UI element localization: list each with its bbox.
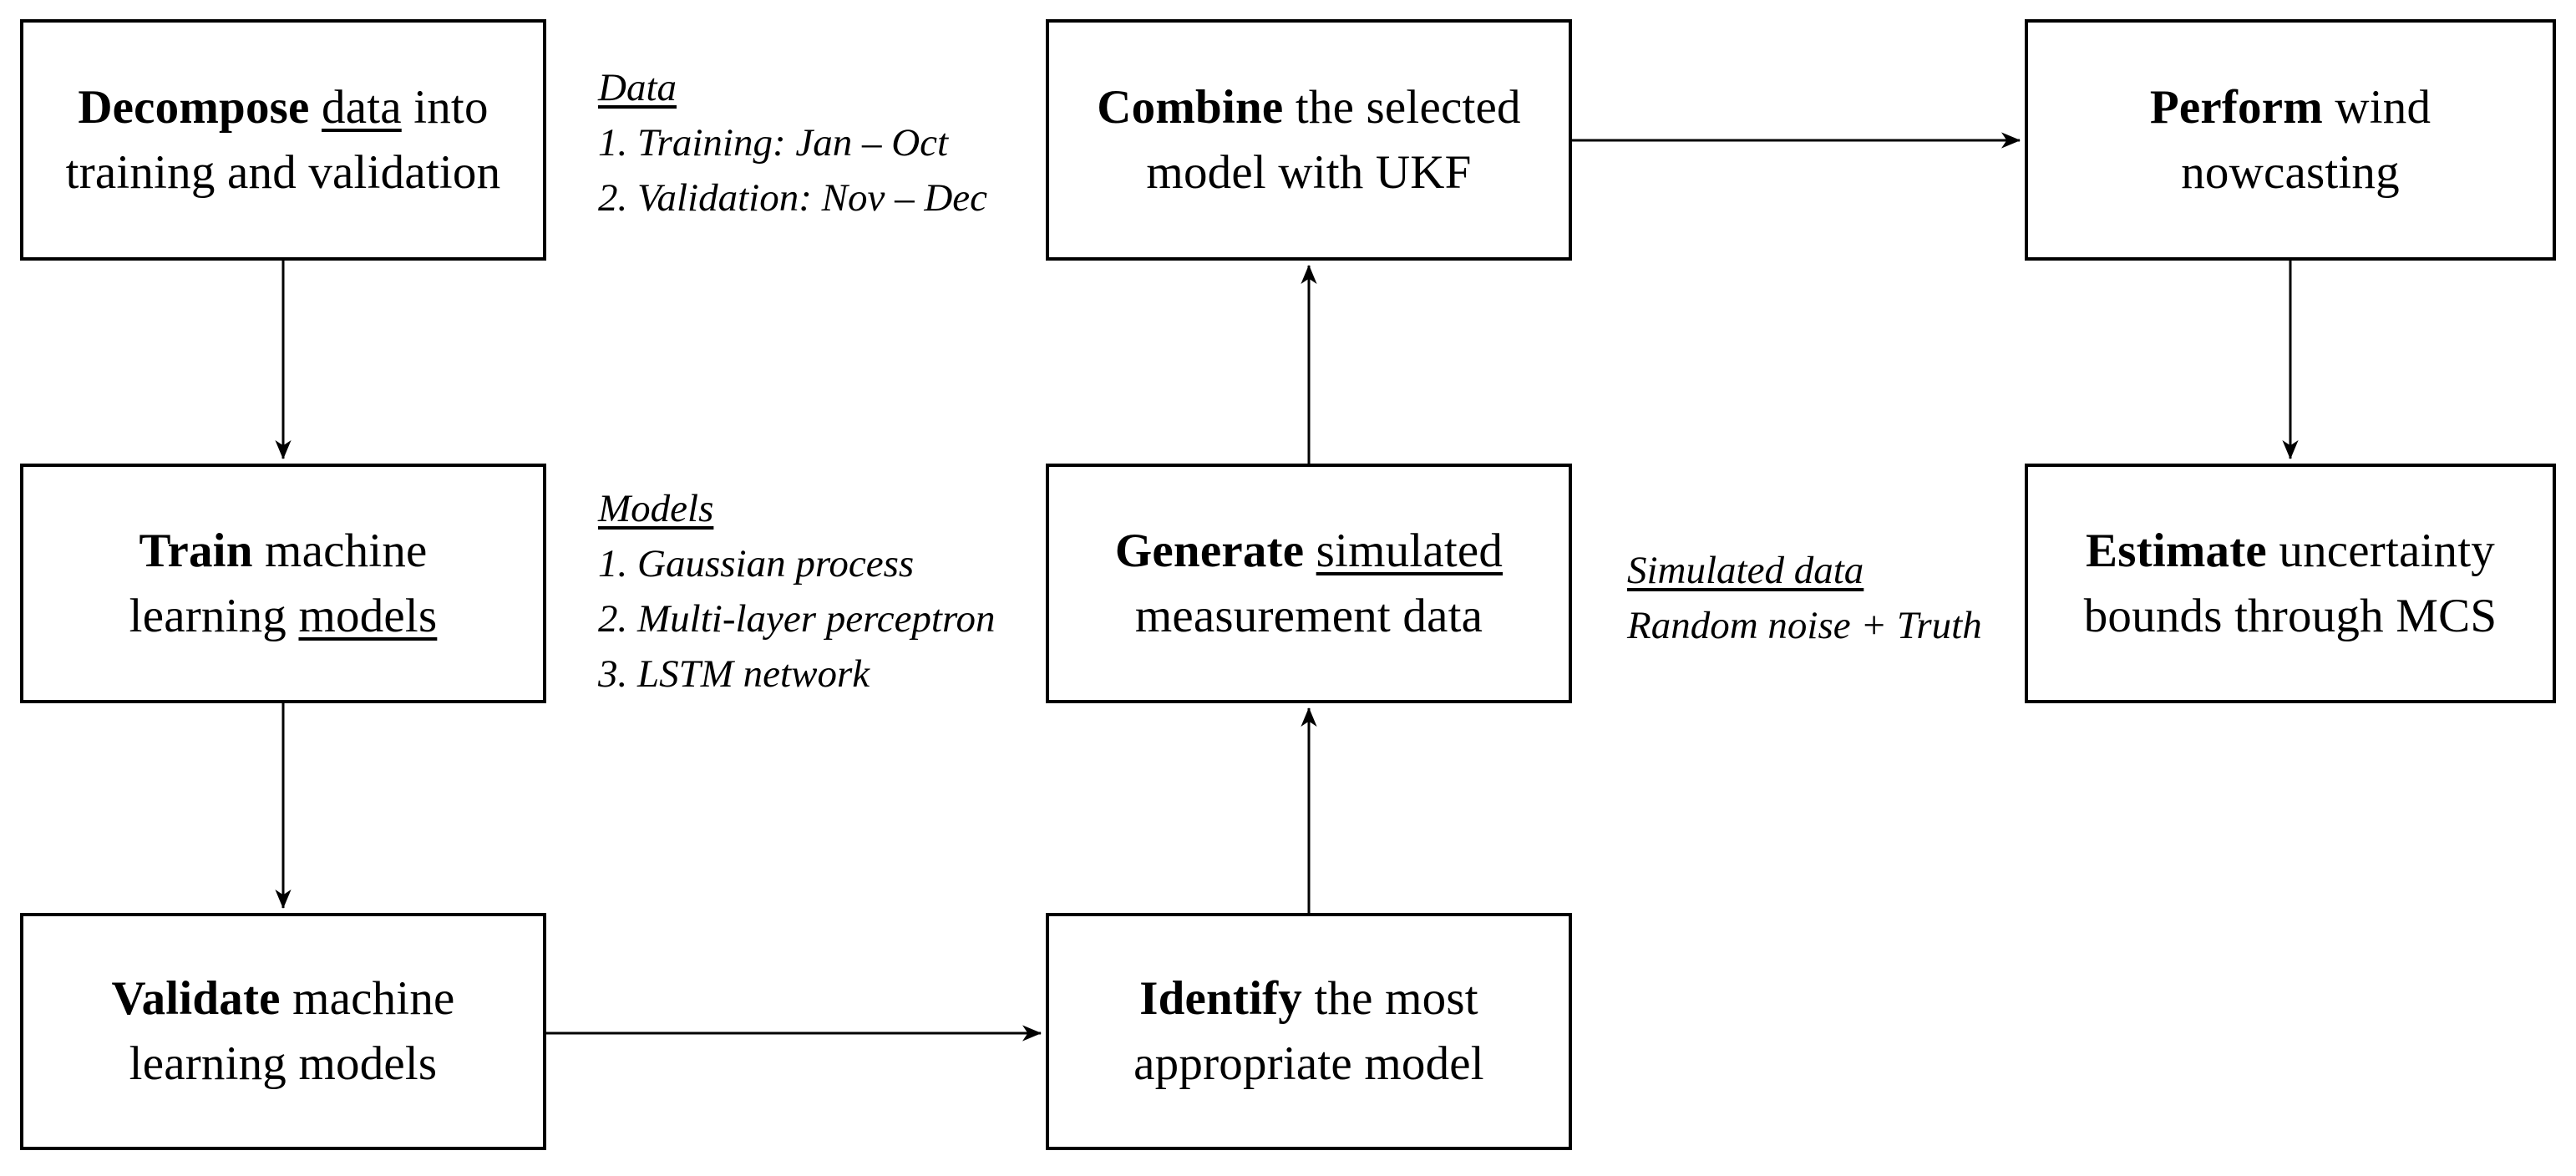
text-line: nowcasting xyxy=(2181,145,2400,199)
text-line: 1. Training: Jan – Oct xyxy=(598,121,949,165)
text-line: training and validation xyxy=(65,145,501,199)
text-line: model with UKF xyxy=(1146,145,1472,199)
text-line: appropriate model xyxy=(1133,1037,1484,1090)
text-line: bounds through MCS xyxy=(2083,589,2497,642)
text-line: Estimate uncertainty xyxy=(2086,524,2495,577)
box-generate-simulated-data: Generate simulated measurement data xyxy=(1046,464,1572,703)
note-model-list: Models 1. Gaussian process 2. Multi-layer … xyxy=(598,481,996,702)
box-perform-nowcasting: Perform wind nowcasting xyxy=(2025,19,2556,261)
text-line: Decompose data into xyxy=(78,80,489,134)
text-line: measurement data xyxy=(1134,589,1483,642)
text-line: Generate simulated xyxy=(1114,524,1504,577)
text-line: Simulated data xyxy=(1627,549,1864,592)
text-line: Perform wind xyxy=(2149,80,2431,134)
text-line: learning models xyxy=(129,1037,438,1090)
box-identify-model: Identify the most appropriate model xyxy=(1046,913,1572,1150)
box-train-models: Train machine learning models xyxy=(20,464,546,703)
text-line: Data xyxy=(598,66,677,109)
text-line: Identify the most xyxy=(1139,972,1478,1025)
text-line: 2. Validation: Nov – Dec xyxy=(598,176,988,220)
text-line: 3. LSTM network xyxy=(598,652,870,696)
box-decompose-data: Decompose data into training and validati… xyxy=(20,19,546,261)
box-estimate-uncertainty: Estimate uncertainty bounds through MCS xyxy=(2025,464,2556,703)
box-validate-models: Validate machine learning models xyxy=(20,913,546,1150)
text-line: learning models xyxy=(129,589,438,642)
box-combine-with-ukf: Combine the selected model with UKF xyxy=(1046,19,1572,261)
text-line: Random noise + Truth xyxy=(1627,604,1982,647)
note-data-split: Data 1. Training: Jan – Oct 2. Validation:… xyxy=(598,60,987,226)
text-line: Train machine xyxy=(139,524,428,577)
text-line: Models xyxy=(598,487,714,530)
text-line: 2. Multi-layer perceptron xyxy=(598,597,996,641)
text-line: Combine the selected xyxy=(1097,80,1521,134)
text-line: 1. Gaussian process xyxy=(598,542,915,585)
text-line: Validate machine xyxy=(111,972,455,1025)
